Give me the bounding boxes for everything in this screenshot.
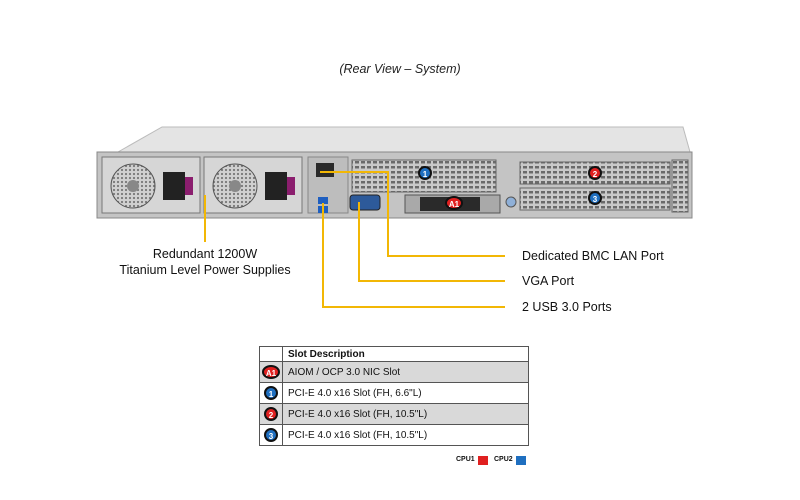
slot-description: PCI-E 4.0 x16 Slot (FH, 6.6"L): [282, 382, 529, 404]
vga-callout-label: VGA Port: [522, 274, 575, 288]
vga-port: [349, 194, 381, 211]
legend-cpu1-swatch: [478, 456, 488, 465]
psu-callout-label: Redundant 1200W Titanium Level Power Sup…: [105, 246, 305, 278]
slot-marker-a1: A1: [445, 196, 463, 210]
legend-cpu2-label: CPU2: [494, 456, 513, 463]
psu-2: [203, 156, 303, 214]
usb-port-1: [318, 197, 328, 204]
psu-label-line2: Titanium Level Power Supplies: [119, 263, 291, 277]
slot-description: AIOM / OCP 3.0 NIC Slot: [282, 361, 529, 383]
slot-marker-1: 1: [418, 166, 432, 180]
slot-description: PCI-E 4.0 x16 Slot (FH, 10.5"L): [282, 403, 529, 425]
slot-badge: 2: [264, 407, 278, 421]
slot-badge: A1: [262, 365, 280, 379]
table-row: 1 PCI-E 4.0 x16 Slot (FH, 6.6"L): [259, 382, 529, 404]
usb-callout-label: 2 USB 3.0 Ports: [522, 300, 612, 314]
slot-description-table: Slot Description A1 AIOM / OCP 3.0 NIC S…: [259, 346, 529, 446]
rear-view-caption: (Rear View – System): [339, 62, 461, 76]
table-row: 2 PCI-E 4.0 x16 Slot (FH, 10.5"L): [259, 403, 529, 425]
slot-badge: 1: [264, 386, 278, 400]
legend-cpu2-swatch: [516, 456, 526, 465]
bmc-callout-label: Dedicated BMC LAN Port: [522, 249, 664, 263]
table-row: 3 PCI-E 4.0 x16 Slot (FH, 10.5"L): [259, 424, 529, 446]
bmc-lan-port: [316, 163, 334, 177]
table-header-row: Slot Description: [259, 346, 529, 362]
psu-1: [101, 156, 201, 214]
callout-leaders: [204, 171, 505, 308]
psu-label-line1: Redundant 1200W: [152, 247, 258, 261]
slot-badge: 3: [264, 428, 278, 442]
slot-marker-3: 3: [588, 191, 602, 205]
slot-description: PCI-E 4.0 x16 Slot (FH, 10.5"L): [282, 424, 529, 446]
table-header: Slot Description: [282, 346, 529, 362]
slot-marker-2: 2: [588, 166, 602, 180]
legend-cpu1-label: CPU1: [456, 456, 475, 463]
table-row: A1 AIOM / OCP 3.0 NIC Slot: [259, 361, 529, 383]
